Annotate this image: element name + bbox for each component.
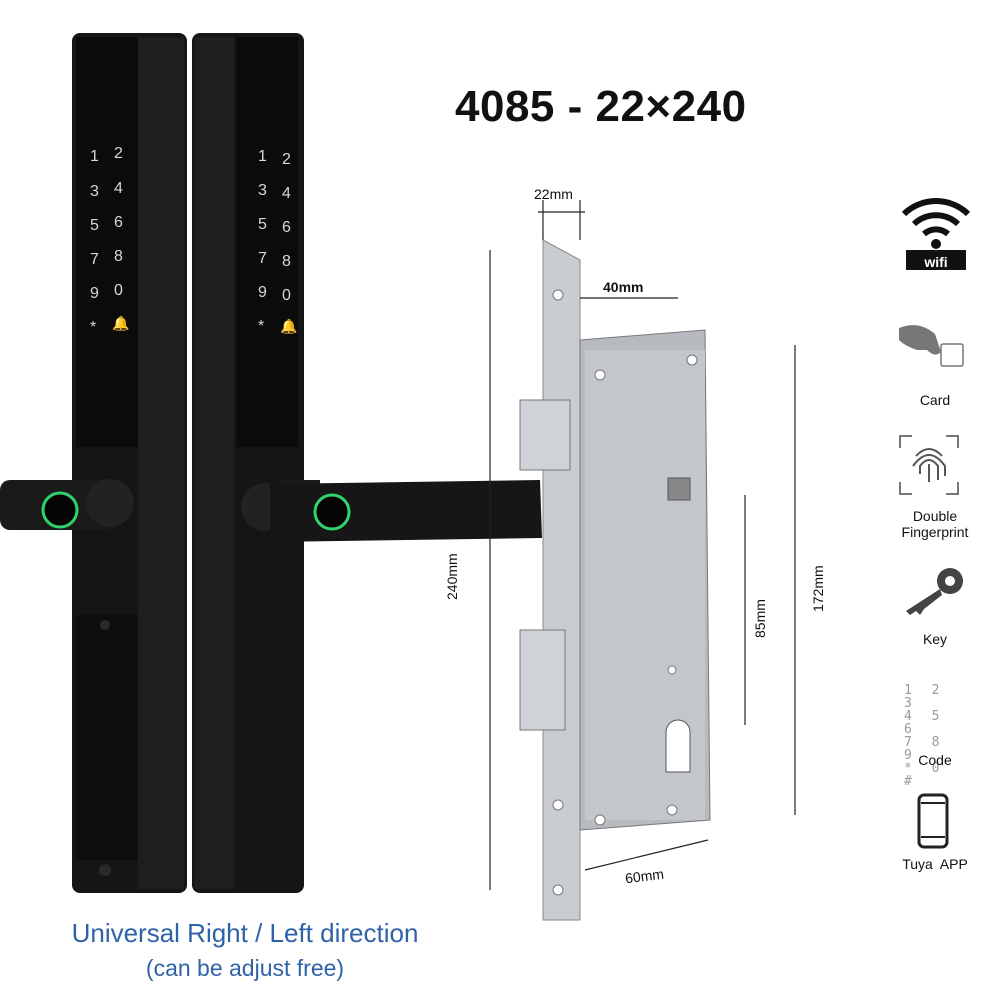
card-label: Card <box>919 392 951 408</box>
right-handle-lever <box>270 480 542 542</box>
key-5: 5 <box>90 217 99 234</box>
right-keypad: 1 2 3 4 5 6 7 8 9 0 * 🔔 <box>250 148 300 348</box>
left-fingerprint-sensor <box>41 491 79 529</box>
keypad-icon-row: * 0 # <box>904 761 946 789</box>
wifi-label: wifi <box>924 254 948 270</box>
bell-icon: 🔔 <box>112 315 130 331</box>
key-0: 0 <box>282 287 291 304</box>
fingerprint-icon <box>899 435 959 495</box>
key-3: 3 <box>90 183 99 200</box>
key-star: * <box>258 318 265 335</box>
key-9: 9 <box>258 284 267 301</box>
dim-backset: 40mm <box>603 279 644 295</box>
code-label: Code <box>918 752 952 768</box>
product-title: 4085 - 22×240 <box>455 82 747 131</box>
key-9: 9 <box>90 285 99 302</box>
key-7: 7 <box>90 251 99 268</box>
wifi-icon <box>901 198 971 270</box>
mortise-lock-diagram <box>489 200 796 921</box>
key-4: 4 <box>114 180 123 197</box>
key-8: 8 <box>114 248 123 265</box>
dim-spindle-to-cylinder: 85mm <box>752 599 768 638</box>
keypad-icon-row: 1 2 3 <box>904 683 946 711</box>
bell-icon: 🔔 <box>280 318 298 334</box>
fingerprint-label-text: Double Fingerprint <box>901 508 969 540</box>
dim-case-height: 172mm <box>810 565 826 612</box>
phone-icon <box>917 793 949 849</box>
key-1: 1 <box>90 148 99 165</box>
keypad-icon: 1 2 3 4 5 6 7 8 9 * 0 # <box>904 684 964 788</box>
key-2: 2 <box>282 151 291 168</box>
direction-caption: Universal Right / Left direction <box>71 918 419 948</box>
direction-subcaption: (can be adjust free) <box>145 955 345 981</box>
card-icon <box>899 325 964 367</box>
key-label: Key <box>922 631 948 647</box>
keypad-icon-row: 4 5 6 <box>904 709 946 737</box>
key-0: 0 <box>114 282 123 299</box>
key-6: 6 <box>282 219 291 236</box>
dim-total-height: 240mm <box>444 553 460 600</box>
keypad-icon-row: 7 8 9 <box>904 735 946 763</box>
key-6: 6 <box>114 214 123 231</box>
key-3: 3 <box>258 182 267 199</box>
key-2: 2 <box>114 145 123 162</box>
tuya-app-label-text: Tuya APP <box>902 856 968 872</box>
key-icon <box>906 568 963 615</box>
dim-faceplate-width: 22mm <box>534 186 573 202</box>
key-7: 7 <box>258 250 267 267</box>
key-5: 5 <box>258 216 267 233</box>
key-4: 4 <box>282 185 291 202</box>
left-keypad: 1 2 3 4 5 6 7 8 9 0 * 🔔 <box>82 145 132 345</box>
key-8: 8 <box>282 253 291 270</box>
key-star: * <box>90 319 97 336</box>
smart-lock-illustration <box>0 33 320 893</box>
key-1: 1 <box>258 148 267 165</box>
fingerprint-label: Double Fingerprint <box>880 508 990 540</box>
tuya-app-label: Tuya APP <box>880 856 990 872</box>
